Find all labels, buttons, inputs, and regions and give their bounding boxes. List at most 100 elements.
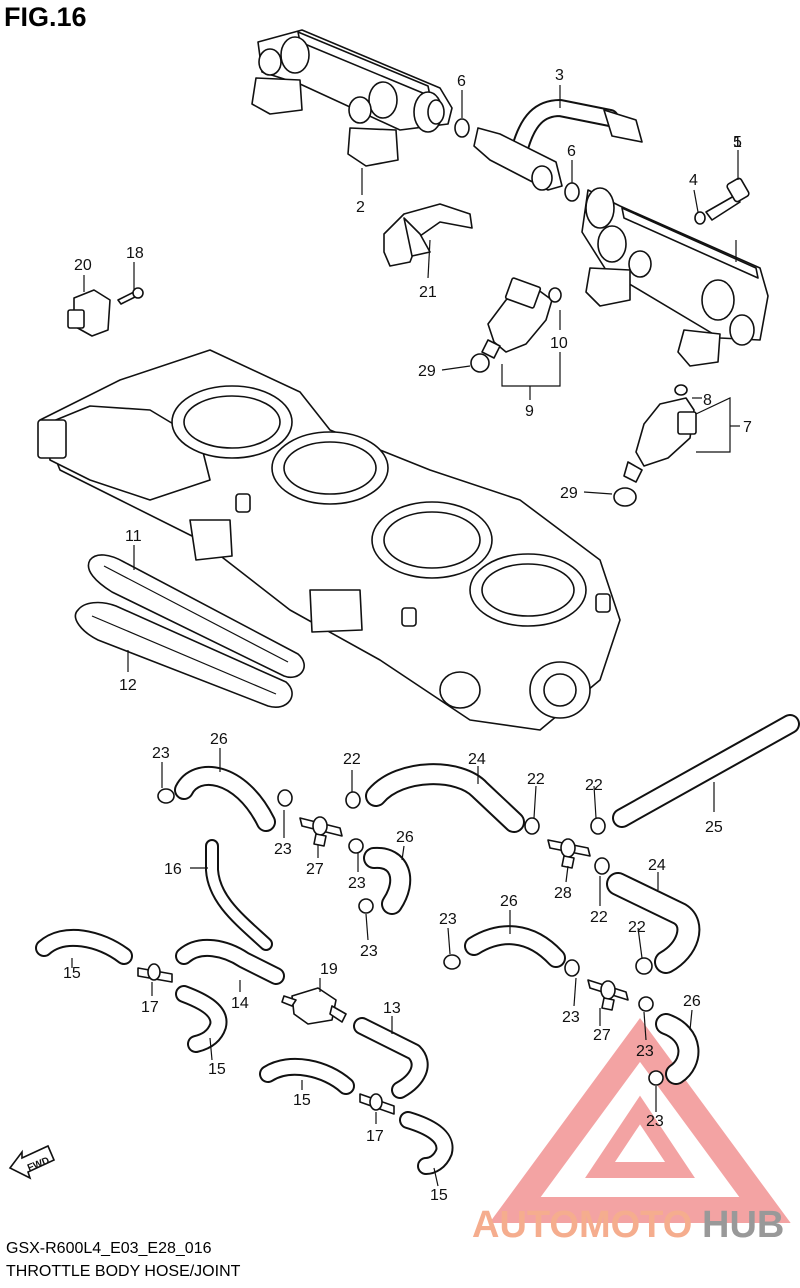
callout-15d[interactable]: 15 bbox=[430, 1187, 448, 1204]
callout-29b[interactable]: 29 bbox=[560, 485, 578, 502]
callout-labels: 1 2 3 4 5 6 6 7 8 9 10 11 12 13 14 15 15… bbox=[63, 67, 752, 1204]
watermark-logo: AUTOMOTO HUB bbox=[472, 1018, 791, 1246]
hose-25[interactable] bbox=[612, 714, 800, 828]
callout-16[interactable]: 16 bbox=[164, 861, 182, 878]
callout-15c[interactable]: 15 bbox=[293, 1092, 311, 1109]
hose-26b[interactable] bbox=[363, 847, 412, 915]
joint-28[interactable] bbox=[547, 838, 591, 869]
screw-18[interactable] bbox=[117, 287, 144, 305]
sensor-20[interactable] bbox=[67, 289, 111, 337]
gasket-12[interactable] bbox=[74, 601, 293, 708]
fuel-rail-upper[interactable] bbox=[251, 29, 453, 167]
hose-15c[interactable] bbox=[259, 1057, 355, 1095]
joint-19[interactable] bbox=[281, 987, 347, 1025]
hose-26a[interactable] bbox=[174, 766, 276, 832]
callout-14[interactable]: 14 bbox=[231, 995, 249, 1012]
o-ring-6a[interactable] bbox=[454, 118, 470, 138]
callout-29a[interactable]: 29 bbox=[418, 363, 436, 380]
seal-29b[interactable] bbox=[613, 487, 637, 507]
hose-15d[interactable] bbox=[399, 1111, 454, 1175]
washer-4[interactable] bbox=[694, 211, 706, 225]
callout-5[interactable]: 5 bbox=[733, 134, 742, 151]
fuel-injector-9[interactable] bbox=[481, 277, 553, 359]
hose-15b[interactable] bbox=[175, 985, 228, 1053]
seal-29a[interactable] bbox=[470, 353, 490, 373]
hose-13[interactable] bbox=[353, 1017, 429, 1099]
callout-8[interactable]: 8 bbox=[703, 392, 712, 409]
forward-arrow-icon: FWD bbox=[8, 1144, 56, 1180]
callout-22d[interactable]: 22 bbox=[590, 909, 608, 926]
callout-15a[interactable]: 15 bbox=[63, 965, 81, 982]
callout-26c[interactable]: 26 bbox=[500, 893, 518, 910]
o-ring-8[interactable] bbox=[674, 384, 688, 396]
callout-17b[interactable]: 17 bbox=[366, 1128, 384, 1145]
o-ring-6b[interactable] bbox=[564, 182, 580, 202]
callout-23c[interactable]: 23 bbox=[348, 875, 366, 892]
callout-3[interactable]: 3 bbox=[555, 67, 564, 84]
bolt-5[interactable] bbox=[705, 177, 750, 221]
hose-14[interactable] bbox=[175, 938, 285, 985]
figure-description: THROTTLE BODY HOSE/JOINT bbox=[6, 1263, 241, 1280]
callout-4[interactable]: 4 bbox=[689, 172, 698, 189]
o-ring-10[interactable] bbox=[548, 287, 562, 303]
callout-28[interactable]: 28 bbox=[554, 885, 572, 902]
callout-10[interactable]: 10 bbox=[550, 335, 568, 352]
hose-15a[interactable] bbox=[35, 928, 133, 965]
callout-23h[interactable]: 23 bbox=[646, 1113, 664, 1130]
callout-23a[interactable]: 23 bbox=[152, 745, 170, 762]
callout-22a[interactable]: 22 bbox=[343, 751, 361, 768]
callout-27b[interactable]: 27 bbox=[593, 1027, 611, 1044]
callout-26a[interactable]: 26 bbox=[210, 731, 228, 748]
callout-6a[interactable]: 6 bbox=[457, 73, 466, 90]
callout-25[interactable]: 25 bbox=[705, 819, 723, 836]
callout-6b[interactable]: 6 bbox=[567, 143, 576, 160]
callout-22c[interactable]: 22 bbox=[585, 777, 603, 794]
joint-17a[interactable] bbox=[137, 963, 173, 983]
leader-lines bbox=[71, 85, 740, 1187]
callout-1[interactable]: 1 bbox=[733, 134, 742, 151]
hose-26d[interactable] bbox=[655, 1013, 700, 1085]
hose-24b[interactable] bbox=[606, 872, 701, 974]
fuel-injector-7[interactable] bbox=[623, 397, 697, 483]
hose-26c[interactable] bbox=[464, 925, 566, 968]
callout-23b[interactable]: 23 bbox=[274, 841, 292, 858]
callout-26b[interactable]: 26 bbox=[396, 829, 414, 846]
fuel-rail-clip-21[interactable] bbox=[383, 203, 473, 267]
callout-27a[interactable]: 27 bbox=[306, 861, 324, 878]
callout-23d[interactable]: 23 bbox=[360, 943, 378, 960]
gasket-11[interactable] bbox=[87, 554, 305, 679]
callout-18[interactable]: 18 bbox=[126, 245, 144, 262]
callout-24a[interactable]: 24 bbox=[468, 751, 486, 768]
callout-26d[interactable]: 26 bbox=[683, 993, 701, 1010]
callout-22b[interactable]: 22 bbox=[527, 771, 545, 788]
watermark-text-hub: HUB bbox=[702, 1204, 784, 1246]
fuel-joint-pipe-3[interactable] bbox=[473, 99, 643, 191]
callout-19[interactable]: 19 bbox=[320, 961, 338, 978]
callout-9[interactable]: 9 bbox=[525, 403, 534, 420]
callout-15b[interactable]: 15 bbox=[208, 1061, 226, 1078]
callout-21[interactable]: 21 bbox=[419, 284, 437, 301]
watermark-text-automoto: AUTOMOTO bbox=[472, 1204, 692, 1246]
throttle-body-assembly[interactable] bbox=[37, 349, 621, 731]
callout-2[interactable]: 2 bbox=[356, 199, 365, 216]
callout-22e[interactable]: 22 bbox=[628, 919, 646, 936]
callout-7[interactable]: 7 bbox=[743, 419, 752, 436]
clamps[interactable] bbox=[157, 788, 664, 1086]
callout-23e[interactable]: 23 bbox=[439, 911, 457, 928]
hose-24a[interactable] bbox=[365, 763, 525, 833]
fuel-rail-lower[interactable] bbox=[581, 187, 769, 367]
joint-27b[interactable] bbox=[587, 979, 629, 1011]
figure-title: FIG.16 bbox=[4, 2, 87, 32]
hose-16[interactable] bbox=[205, 839, 273, 951]
joint-17b[interactable] bbox=[359, 1093, 395, 1115]
callout-20[interactable]: 20 bbox=[74, 257, 92, 274]
callout-11[interactable]: 11 bbox=[125, 528, 142, 545]
joint-27a[interactable] bbox=[299, 816, 343, 847]
callout-12[interactable]: 12 bbox=[119, 677, 137, 694]
callout-23f[interactable]: 23 bbox=[562, 1009, 580, 1026]
callout-23g[interactable]: 23 bbox=[636, 1043, 654, 1060]
callout-24b[interactable]: 24 bbox=[648, 857, 666, 874]
callout-13[interactable]: 13 bbox=[383, 1000, 401, 1017]
model-code: GSX-R600L4_E03_E28_016 bbox=[6, 1240, 212, 1257]
callout-17a[interactable]: 17 bbox=[141, 999, 159, 1016]
